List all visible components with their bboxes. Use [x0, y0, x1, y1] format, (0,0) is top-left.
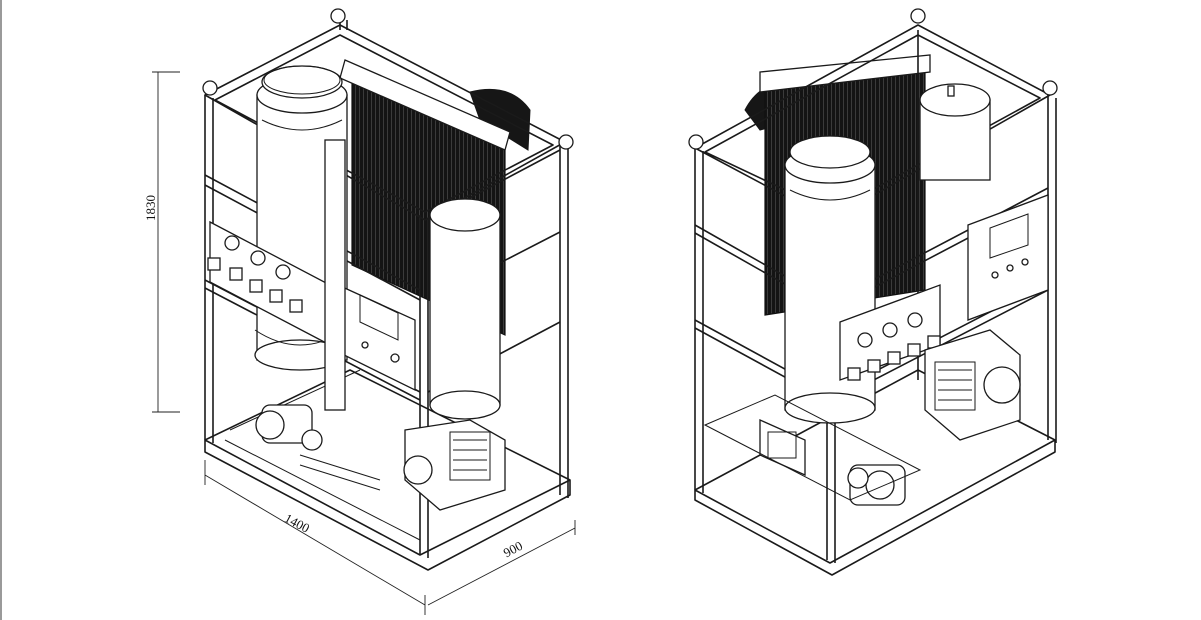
- electric-box: [337, 283, 416, 392]
- dimension-lines: [152, 71, 576, 615]
- gauge-icon: [250, 250, 266, 266]
- gauge-icon: [224, 235, 240, 251]
- lifting-eye: [1042, 80, 1058, 96]
- height-dimension-label: 1830: [143, 195, 158, 221]
- lifting-eye: [202, 80, 218, 96]
- lifting-eye: [910, 8, 926, 24]
- electric-box: [967, 194, 1049, 321]
- ice-outlet-chute: [759, 418, 806, 477]
- frame-mid-rails: [694, 187, 1049, 401]
- rear-isometric-view: [688, 8, 1058, 576]
- compressor: [924, 329, 1021, 441]
- width-dimension-label: 900: [501, 538, 525, 560]
- lifting-eye: [330, 8, 346, 24]
- water-tank: [703, 394, 922, 501]
- ice-discharge-pipe: [324, 139, 346, 411]
- gauge-icon: [907, 312, 923, 328]
- gauge-icon: [275, 264, 291, 280]
- water-pump: [847, 464, 906, 506]
- liquid-receiver: [429, 198, 501, 420]
- gauge-icon: [882, 322, 898, 338]
- frame-front-post: [419, 215, 429, 558]
- page-left-border: [0, 0, 2, 620]
- condenser-fan: [469, 88, 531, 151]
- gauge-icon: [857, 332, 873, 348]
- evaporator-drum: [784, 135, 876, 424]
- condenser-housing: [759, 54, 931, 93]
- liquid-receiver: [919, 83, 991, 181]
- length-dimension-label: 1400: [282, 510, 312, 535]
- front-isometric-view: [202, 8, 574, 571]
- lifting-eye: [688, 134, 704, 150]
- compressor: [403, 419, 506, 511]
- condenser-housing: [339, 59, 511, 151]
- water-pump: [255, 404, 381, 491]
- lifting-eye: [558, 134, 574, 150]
